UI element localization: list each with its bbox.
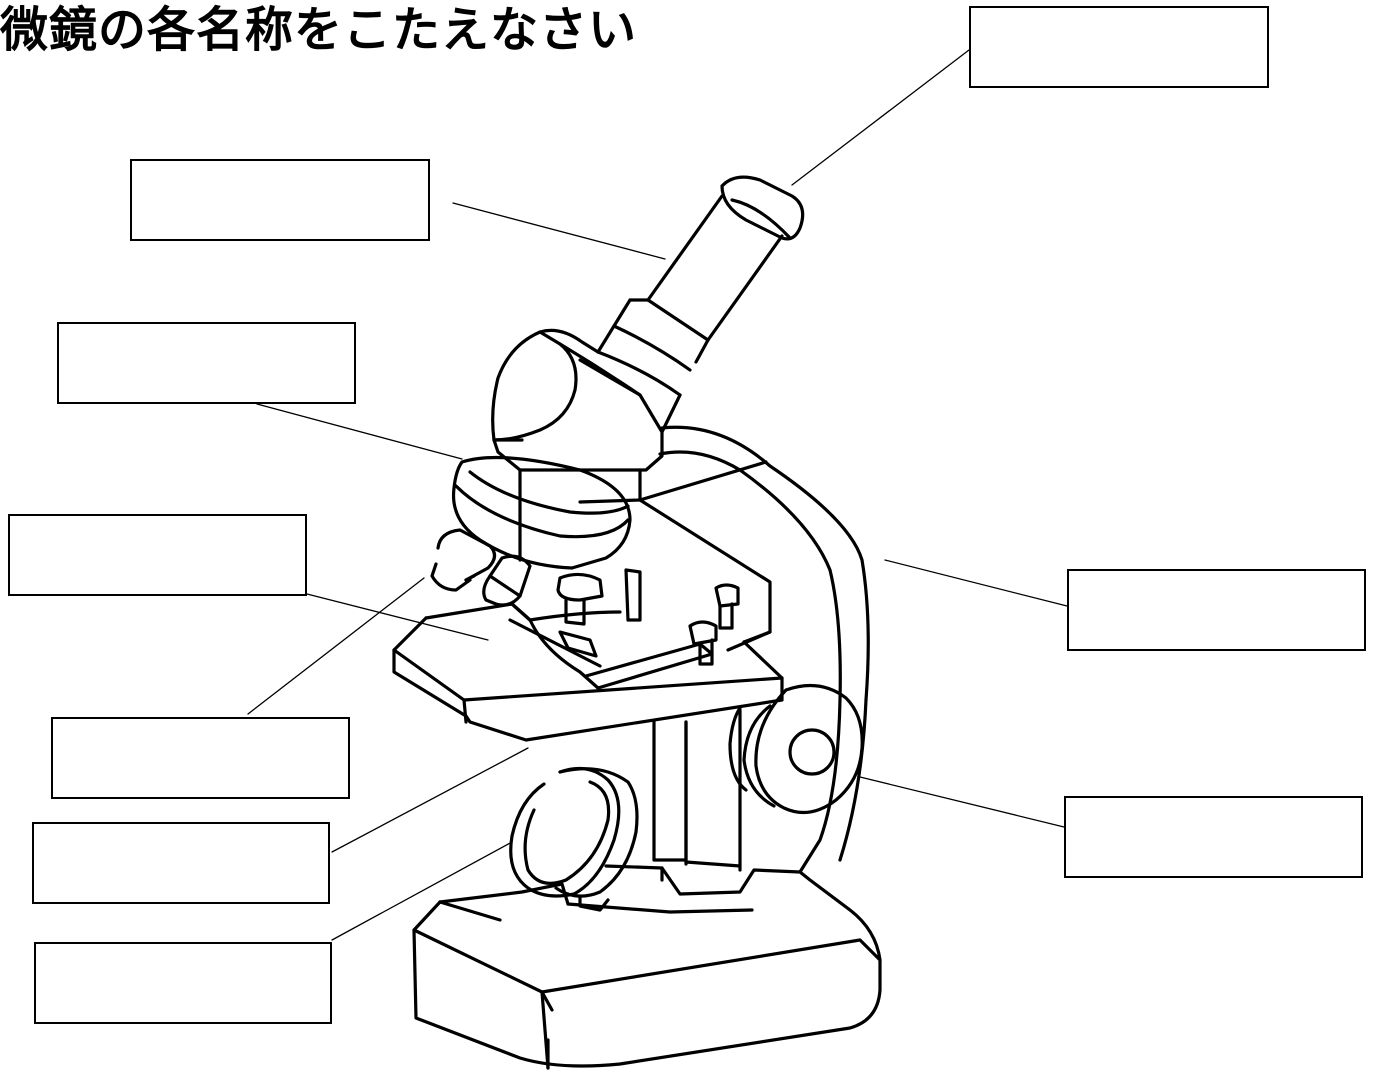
answer-box-stage[interactable]	[8, 514, 307, 596]
answer-box-objective-lens[interactable]	[51, 717, 350, 799]
answer-box-eyepiece[interactable]	[969, 6, 1269, 88]
answer-box-arm[interactable]	[1067, 569, 1366, 651]
answer-box-focus-knob[interactable]	[1064, 796, 1363, 878]
worksheet-title: 微鏡の各名称をこたえなさい	[0, 2, 638, 58]
microscope-drawing	[392, 175, 882, 1070]
answer-box-diaphragm[interactable]	[32, 822, 330, 904]
answer-box-revolver[interactable]	[57, 322, 356, 404]
leader-lines	[247, 49, 1068, 941]
answer-box-mirror[interactable]	[34, 942, 332, 1024]
answer-box-body-tube[interactable]	[130, 159, 430, 241]
